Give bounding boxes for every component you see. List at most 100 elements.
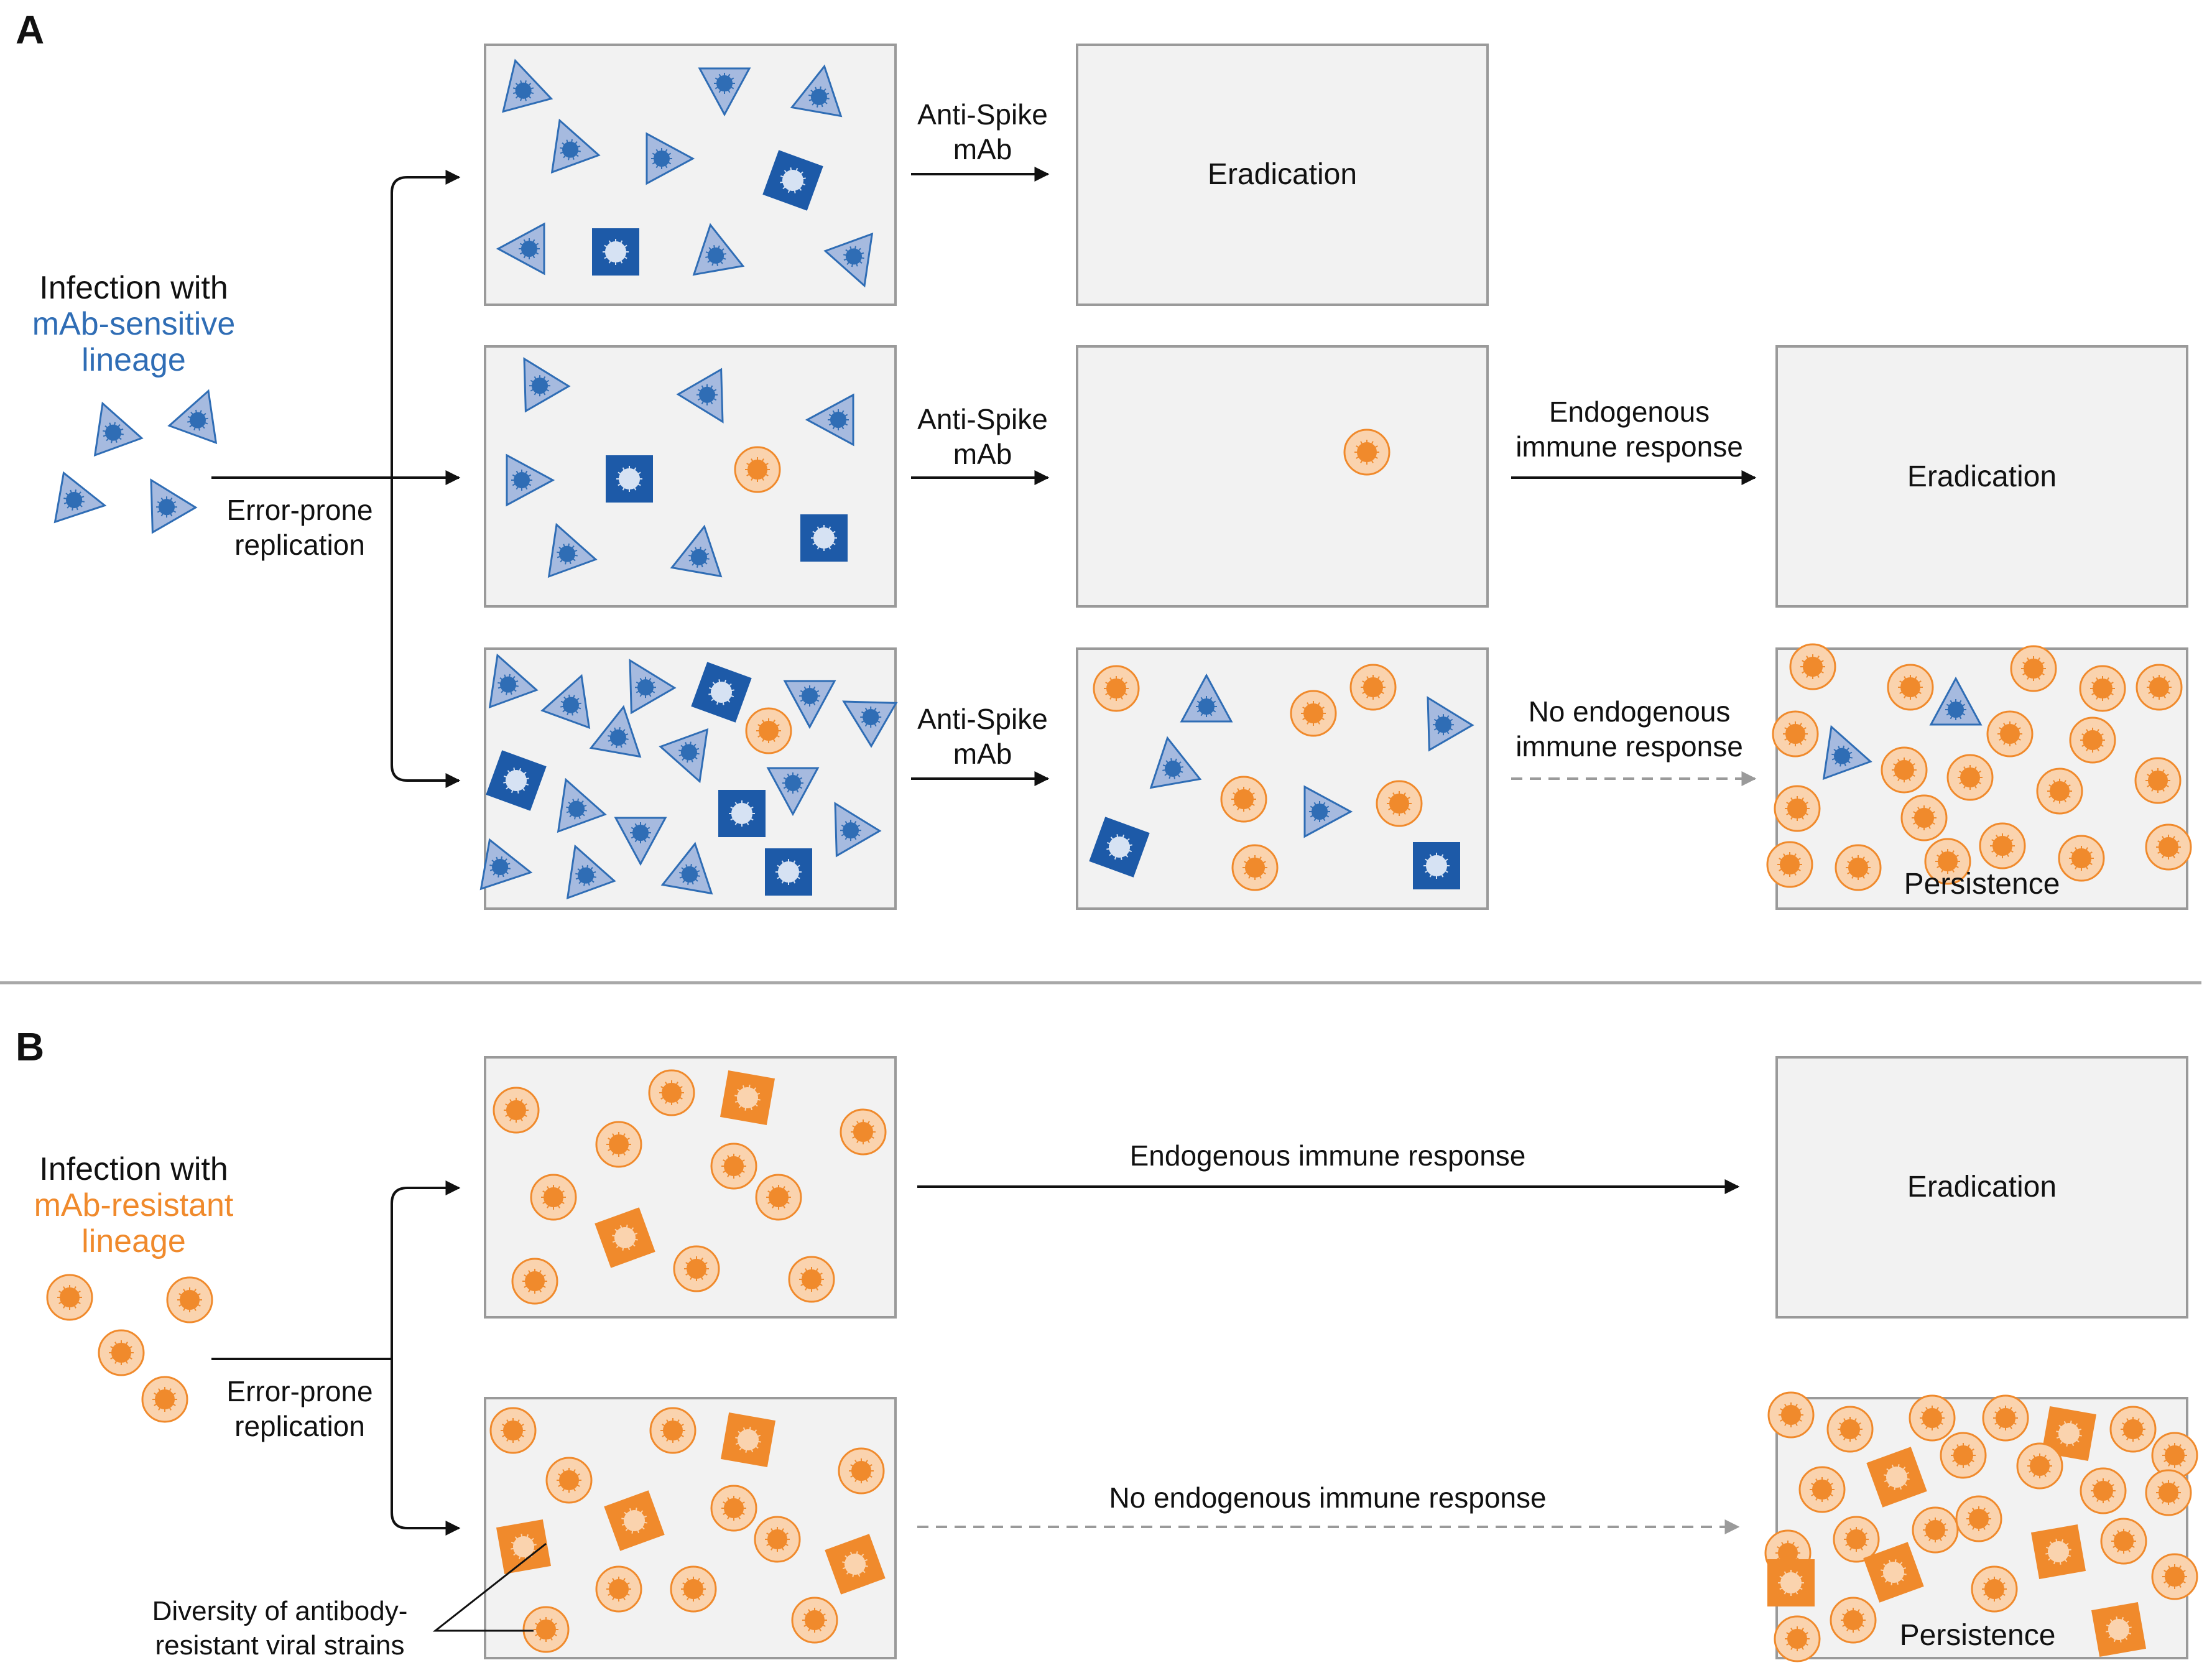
virus-circle-icon: [734, 446, 781, 493]
virus-square-icon: [800, 514, 848, 562]
panel-a-branch-upper: [391, 170, 461, 478]
virus-triangle-icon: [1822, 725, 1872, 781]
virus-triangle-icon: [550, 118, 601, 174]
a-row1-outcome-label: Eradication: [1208, 158, 1357, 191]
virus-circle-icon: [1909, 1394, 1956, 1442]
panel-b-infection-line2: mAb-resistant: [34, 1187, 234, 1223]
virus-circle-icon: [595, 1565, 642, 1613]
virus-circle-icon: [2134, 757, 2182, 804]
virus-circle-icon: [511, 1258, 558, 1305]
a-row3-outcome-label: Persistence: [1904, 868, 2060, 901]
a-row2-followup-line2: immune response: [1516, 430, 1743, 463]
virus-circle-icon: [1774, 785, 1821, 832]
virus-circle-icon: [1376, 780, 1423, 827]
virus-triangle-icon: [1929, 676, 1983, 726]
panel-b: B Infection with mAb-resistant lineage E…: [16, 1024, 2198, 1662]
virus-square-icon: [606, 455, 653, 503]
virus-circle-icon: [2109, 1406, 2157, 1453]
a-row3-treatment-line2: mAb: [953, 738, 1012, 770]
virus-triangle-icon: [1303, 785, 1353, 838]
virus-triangle-icon: [557, 777, 607, 833]
virus-square-resistant-icon: [496, 1519, 552, 1575]
virus-circle-icon: [788, 1256, 835, 1303]
virus-circle-icon: [522, 1606, 570, 1653]
virus-square-icon: [762, 150, 823, 211]
virus-triangle-icon: [834, 802, 882, 858]
virus-circle-icon: [98, 1329, 145, 1376]
panel-a-infection-line2: mAb-sensitive: [32, 306, 236, 342]
virus-triangle-icon: [496, 222, 545, 276]
virus-circle-icon: [1231, 844, 1279, 891]
a-row2-treatment-line2: mAb: [953, 438, 1012, 470]
a-row1-outcome-box: [1076, 44, 1489, 306]
virus-circle-icon: [1093, 665, 1140, 712]
panel-a-letter: A: [16, 7, 44, 52]
panel-b-branch-lower: [391, 1359, 461, 1536]
panel-b-infection-line3: lineage: [81, 1223, 186, 1259]
virus-triangle-icon: [692, 223, 745, 276]
virus-triangle-icon: [566, 844, 616, 900]
virus-circle-icon: [1290, 690, 1337, 737]
virus-circle-icon: [2010, 645, 2057, 692]
virus-circle-icon: [1971, 1565, 2018, 1613]
a-row1-treatment-line1: Anti-Spike: [917, 98, 1048, 131]
virus-square-resistant-icon: [825, 1534, 886, 1595]
virus-circle-icon: [1789, 643, 1836, 690]
virus-square-icon: [1413, 842, 1460, 889]
virus-triangle-icon: [488, 653, 539, 709]
virus-circle-icon: [1924, 838, 1971, 885]
virus-circle-icon: [1774, 1615, 1821, 1662]
virus-circle-icon: [745, 707, 792, 754]
panel-b-letter: B: [16, 1024, 44, 1069]
panel-a-branch-arrows: [211, 170, 461, 788]
virus-circle-icon: [710, 1143, 757, 1190]
virus-triangle-icon: [670, 524, 723, 578]
virus-circle-icon: [1772, 710, 1819, 758]
virus-circle-icon: [1767, 1391, 1815, 1439]
a-row2-population-viruses: [506, 357, 854, 578]
virus-circle-icon: [1343, 429, 1391, 476]
virus-circle-icon: [2080, 1467, 2127, 1514]
virus-circle-icon: [493, 1087, 540, 1134]
panel-a-infection-line3: lineage: [81, 342, 186, 378]
a-row2-followup-line1: Endogenous: [1549, 396, 1710, 428]
a-row3-after-mab-viruses: [1089, 664, 1474, 891]
virus-triangle-icon: [53, 471, 107, 524]
virus-triangle-icon: [823, 232, 874, 288]
virus-square-resistant-icon: [595, 1207, 655, 1268]
virus-circle-icon: [1900, 794, 1948, 841]
b-row2-outcome-viruses: [1764, 1391, 2198, 1662]
virus-triangle-icon: [1180, 673, 1233, 723]
virus-triangle-icon: [589, 705, 642, 758]
panel-b-initial-viruses: [46, 1274, 213, 1423]
virus-circle-icon: [2036, 767, 2083, 815]
a-row2-after-mab-box: [1076, 345, 1489, 608]
virus-circle-icon: [840, 1108, 887, 1156]
a-row2-outcome-box: [1775, 345, 2188, 608]
b-row1-outcome-box: [1775, 1056, 2188, 1319]
virus-circle-icon: [2151, 1553, 2198, 1600]
virus-square-resistant-icon: [720, 1070, 775, 1126]
virus-circle-icon: [1881, 746, 1928, 794]
virus-triangle-icon: [502, 58, 553, 113]
a-row3-population-viruses: [479, 653, 898, 900]
b-row1-population-viruses: [493, 1069, 887, 1305]
virus-circle-icon: [1887, 664, 1934, 711]
panel-b-branch-upper: [391, 1180, 461, 1359]
virus-circle-icon: [1835, 844, 1882, 891]
virus-circle-icon: [1979, 822, 2026, 869]
virus-square-icon: [718, 790, 766, 837]
virus-circle-icon: [791, 1597, 838, 1644]
b-callout-line2: resistant viral strains: [155, 1630, 404, 1661]
virus-circle-icon: [1830, 1597, 1877, 1644]
virus-triangle-icon: [646, 132, 695, 185]
virus-circle-icon: [2079, 665, 2126, 712]
panel-b-replication-line2: replication: [234, 1410, 365, 1442]
virus-circle-icon: [2069, 716, 2116, 764]
virus-triangle-icon: [1427, 696, 1474, 752]
virus-circle-icon: [1766, 841, 1813, 888]
virus-circle-icon: [1798, 1466, 1846, 1513]
virus-triangle-icon: [842, 700, 898, 748]
b-callout-leader: [432, 1542, 547, 1632]
virus-circle-icon: [1986, 710, 2034, 758]
